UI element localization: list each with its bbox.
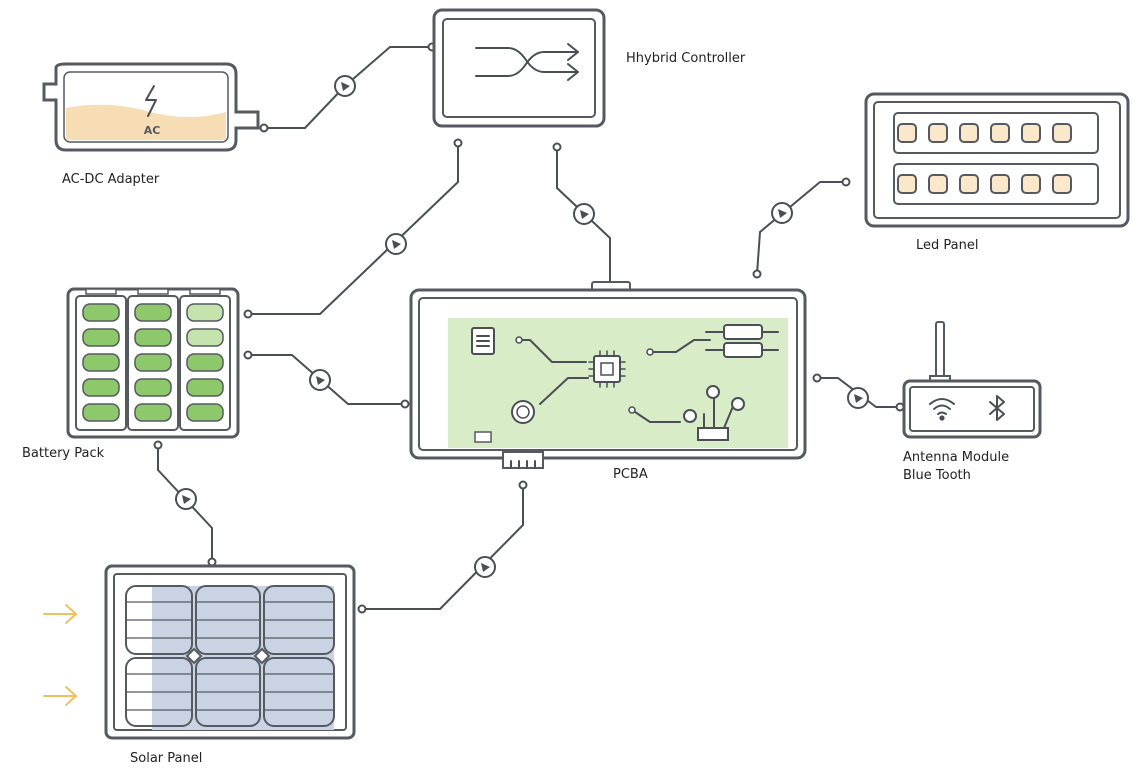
pcba-bottom-connector	[502, 451, 544, 469]
resistor-icons	[646, 324, 779, 358]
wire-endpoint	[400, 399, 410, 409]
battery-terminal	[189, 288, 221, 295]
battery-cell	[82, 303, 120, 322]
wire-endpoint	[552, 142, 562, 152]
battery-cell	[82, 378, 120, 397]
battery-cell	[186, 303, 224, 322]
crossover-arrows-icon	[475, 43, 579, 81]
battery-cell	[134, 353, 172, 372]
solar-joint	[253, 647, 271, 665]
solar-panel-label: Solar Panel	[130, 751, 202, 766]
triangle-node-icon	[847, 387, 869, 409]
led-cells	[897, 123, 1072, 194]
led-cell	[959, 174, 979, 194]
ac-dc-adapter-label: AC-DC Adapter	[62, 172, 160, 187]
battery-cell	[134, 403, 172, 422]
ring-component	[511, 400, 535, 424]
pcba	[409, 281, 807, 469]
wire-endpoint	[841, 177, 851, 187]
flow-nodes	[175, 75, 869, 578]
battery-cell	[82, 328, 120, 347]
led-cell	[928, 174, 948, 194]
blue-tooth-label: Blue Tooth	[903, 468, 971, 483]
wire-endpoint	[895, 402, 905, 412]
hybrid-controller-label: Hhybrid Controller	[626, 51, 746, 66]
wire-endpoint	[357, 604, 367, 614]
wire-endpoint	[153, 440, 163, 450]
sunlight-arrows	[43, 604, 78, 706]
antenna-module	[902, 321, 1042, 439]
sensor-cluster	[628, 385, 745, 441]
led-cell	[990, 123, 1010, 143]
led-cell	[1052, 174, 1072, 194]
solar-panel	[104, 564, 356, 740]
battery-cell	[134, 328, 172, 347]
led-cell	[1021, 174, 1041, 194]
document-icon	[471, 327, 495, 355]
battery-cell	[186, 353, 224, 372]
triangle-node-icon	[573, 203, 595, 225]
bluetooth-icon	[989, 395, 1005, 421]
led-cell	[897, 123, 917, 143]
wire-endpoint	[259, 123, 269, 133]
battery-cell	[186, 403, 224, 422]
battery-cell	[134, 378, 172, 397]
wire-endpoint	[812, 373, 822, 383]
triangle-node-icon	[309, 369, 331, 391]
wire-controller-battery	[248, 143, 459, 315]
led-cell	[990, 174, 1010, 194]
triangle-node-icon	[175, 488, 197, 510]
battery-cells	[75, 288, 231, 431]
battery-pack	[66, 287, 240, 439]
antenna-icon	[935, 321, 945, 381]
chip-icon	[588, 350, 626, 388]
hybrid-controller	[432, 8, 606, 128]
sunlight-arrow-icon	[43, 686, 78, 706]
triangle-node-icon	[474, 556, 496, 578]
triangle-node-icon	[771, 202, 793, 224]
pcba-label: PCBA	[613, 467, 648, 482]
wire-endpoint	[453, 138, 463, 148]
wire-led-pcba	[756, 181, 846, 275]
wire-endpoint	[207, 557, 217, 567]
battery-cell	[134, 303, 172, 322]
ac-dc-adapter: AC	[42, 62, 260, 152]
triangle-node-icon	[334, 75, 356, 97]
battery-cell	[186, 378, 224, 397]
triangle-node-icon	[385, 233, 407, 255]
wire-endpoint	[243, 309, 253, 319]
battery-cell	[82, 403, 120, 422]
led-cell	[959, 123, 979, 143]
wire-solar-pcba	[362, 485, 524, 610]
battery-terminal	[137, 288, 169, 295]
wire-endpoint	[752, 269, 762, 279]
wire-endpoint	[243, 350, 253, 360]
antenna-module-label: Antenna Module	[903, 450, 1009, 465]
led-cell	[897, 174, 917, 194]
lightning-bolt-icon	[145, 85, 157, 117]
led-panel-label: Led Panel	[916, 238, 978, 253]
sunlight-arrow-icon	[43, 604, 78, 624]
ac-text: AC	[144, 124, 161, 137]
battery-pack-label: Battery Pack	[22, 446, 105, 461]
battery-cell	[82, 353, 120, 372]
wire-endpoint	[518, 480, 528, 490]
led-cell	[1052, 123, 1072, 143]
solar-cell-grid	[125, 585, 335, 727]
solar-joint	[185, 647, 203, 665]
led-panel	[864, 92, 1130, 228]
battery-cell	[186, 328, 224, 347]
battery-terminal	[85, 288, 117, 295]
led-cell	[928, 123, 948, 143]
wifi-icon	[929, 398, 955, 421]
led-cell	[1021, 123, 1041, 143]
